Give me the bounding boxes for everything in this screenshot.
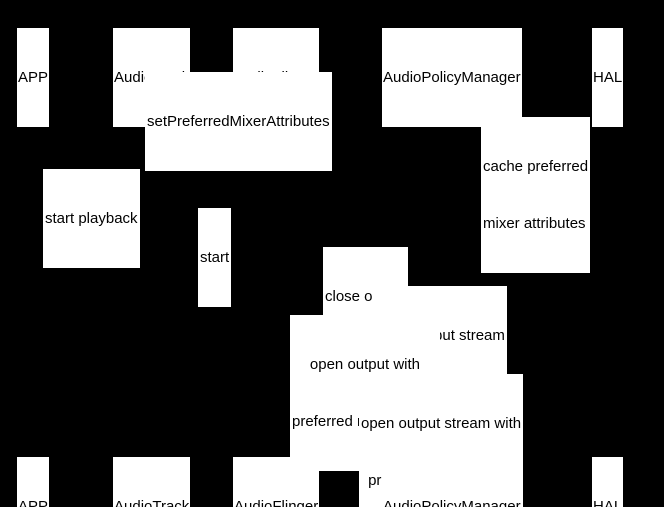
arrow-close-output-stream [457,310,610,311]
participant-label-audiotrack-bottom: AudioTrack [113,457,191,507]
message-label-line: setPreferredMixerAttributes [147,113,330,130]
message-label-line: cache preferred [483,158,589,175]
participant-label-audiopolicymanager-bottom: AudioPolicyManager [382,457,522,507]
participant-label-text: APP [18,69,49,86]
participant-label-hal-top: HAL [592,28,624,127]
participant-label-text: AudioPolicyManager [383,69,521,86]
participant-label-app-bottom: APP [17,457,50,507]
message-label-start: start [198,208,232,307]
participant-label-text: HAL [593,69,623,86]
lifeline-hal [610,52,611,457]
message-label-line: start [200,249,230,266]
participant-label-text: AudioPolicyManager [383,498,521,507]
message-label-cache-preferred-mixer-attributes: cache preferred mixer attributes [481,117,591,273]
lifeline-audiotrack [156,52,157,457]
lifeline-audiopolicymanager [457,52,458,457]
participant-label-text: APP [18,498,49,507]
lifeline-audioflinger [280,52,281,457]
lifeline-app [35,52,36,457]
participant-label-text: AudioTrack [114,498,190,507]
arrow-open-output-stream-with-preferred-mixer-config [457,418,610,419]
participant-label-app-top: APP [17,28,50,127]
participant-label-audiopolicymanager-top: AudioPolicyManager [382,28,522,127]
message-label-line: start playback [45,210,138,227]
participant-label-text: AudioFlinger [234,498,319,507]
message-label-line: open output with [309,356,420,373]
participant-label-text: HAL [593,498,623,507]
message-label-line: open output stream with [361,415,522,432]
message-label-line: mixer attributes [483,215,586,232]
message-label-start-playback: start playback [43,169,140,268]
message-label-set-preferred-mixer-attributes: setPreferredMixerAttributes [145,72,332,171]
participant-label-hal-bottom: HAL [592,457,624,507]
participant-label-audioflinger-bottom: AudioFlinger [233,457,320,507]
